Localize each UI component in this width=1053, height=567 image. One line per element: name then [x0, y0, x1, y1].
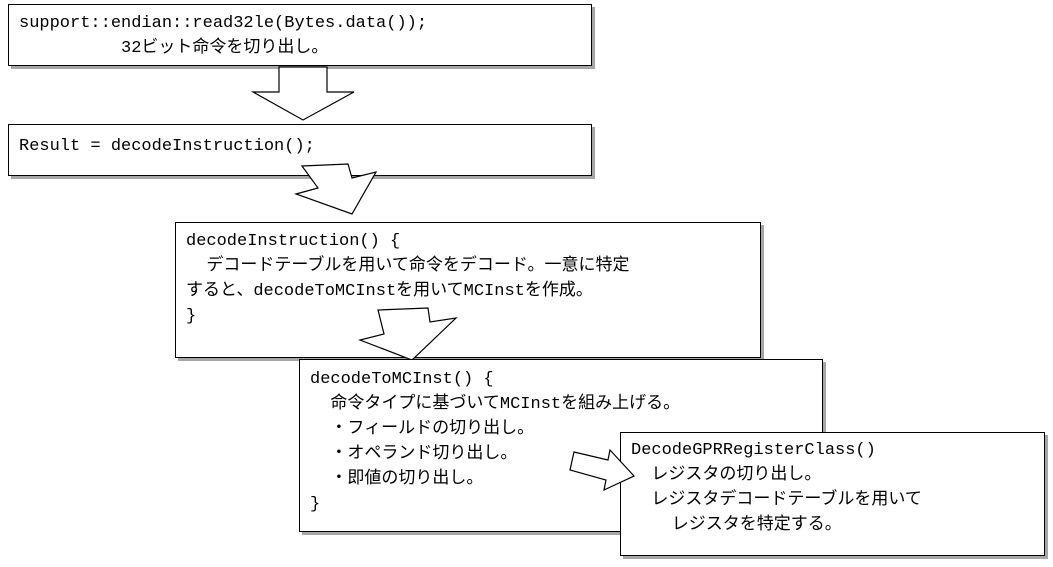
decode-instruction-call-box: Result = decodeInstruction();	[8, 124, 592, 176]
decode-to-mcinst-desc: 命令タイプに基づいてMCInstを組み上げる。	[310, 395, 681, 414]
decode-gpr-header: DecodeGPRRegisterClass()	[631, 441, 876, 460]
decode-instruction-header: decodeInstruction() {	[186, 232, 401, 251]
decode-instruction-desc-2: すると、decodeToMCInstを用いてMCInstを作成。	[186, 282, 593, 301]
flow-arrow-2	[294, 163, 378, 215]
flow-arrow-3	[358, 307, 458, 361]
decode-instruction-desc-1: デコードテーブルを用いて命令をデコード。一意に特定	[186, 257, 630, 276]
decode-instruction-call-code: Result = decodeInstruction();	[19, 137, 315, 156]
decode-to-mcinst-box: decodeToMCInst() { 命令タイプに基づいてMCInstを組み上げ…	[299, 359, 823, 532]
decode-gpr-register-class-box: DecodeGPRRegisterClass() レジスタの切り出し。 レジスタ…	[620, 432, 1045, 556]
read32le-description: 32ビット命令を切り出し。	[19, 39, 329, 58]
flow-arrow-1	[250, 66, 355, 121]
register-identify-desc: レジスタを特定する。	[631, 516, 842, 535]
read32le-code: support::endian::read32le(Bytes.data());	[19, 14, 428, 33]
field-extract-item: ・フィールドの切り出し。	[310, 420, 535, 439]
decode-instruction-close: }	[186, 307, 197, 326]
flow-arrow-4	[569, 448, 635, 492]
register-extract-desc: レジスタの切り出し。	[631, 466, 822, 485]
read32le-box: support::endian::read32le(Bytes.data());…	[8, 4, 592, 66]
register-decode-table-desc: レジスタデコードテーブルを用いて	[631, 491, 922, 510]
decode-to-mcinst-header: decodeToMCInst() {	[310, 370, 494, 389]
decode-instruction-box: decodeInstruction() { デコードテーブルを用いて命令をデコー…	[175, 222, 761, 358]
decode-to-mcinst-close: }	[310, 495, 321, 514]
immediate-extract-item: ・即値の切り出し。	[310, 470, 484, 489]
operand-extract-item: ・オペランド切り出し。	[310, 445, 518, 464]
